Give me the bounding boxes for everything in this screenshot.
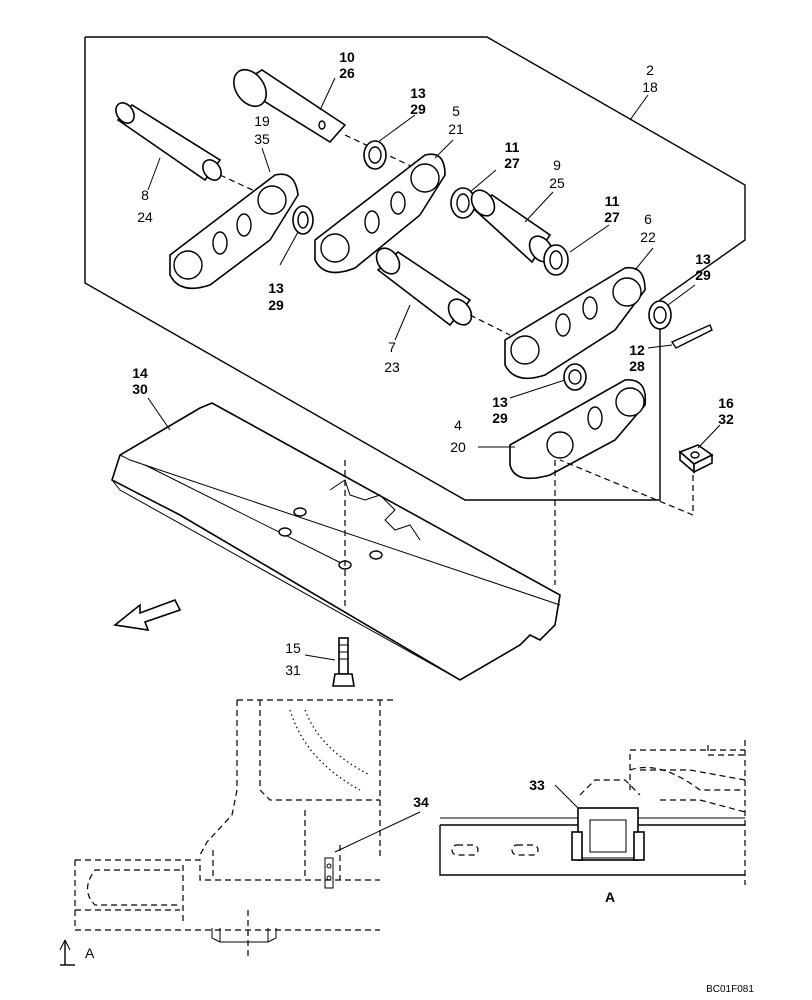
view-a-label: A (85, 945, 95, 961)
label-19: 19 (254, 113, 270, 129)
label-13c: 13 (695, 251, 711, 267)
track-link-right-lower (509, 379, 647, 480)
track-link-right-upper (504, 266, 646, 380)
section-a-label: A (605, 889, 615, 905)
direction-arrow (113, 599, 182, 631)
track-link-left (169, 173, 299, 290)
label-27b: 27 (604, 209, 620, 225)
frame-side-view (74, 699, 397, 960)
label-6: 6 (644, 211, 652, 227)
label-16: 16 (718, 395, 734, 411)
label-22: 22 (640, 229, 656, 245)
label-5: 5 (452, 103, 460, 119)
label-29a: 29 (410, 101, 426, 117)
track-pin (115, 102, 222, 182)
bushing-lower (375, 247, 473, 327)
label-13b: 13 (268, 280, 284, 296)
label-13d: 13 (492, 394, 508, 410)
label-20: 20 (450, 439, 466, 455)
label-35: 35 (254, 131, 270, 147)
label-12: 12 (629, 342, 645, 358)
label-27a: 27 (504, 155, 520, 171)
shoe-nut (678, 444, 714, 474)
label-10: 10 (339, 49, 355, 65)
label-18: 18 (642, 79, 658, 95)
label-4: 4 (454, 417, 462, 433)
spring-pin (670, 324, 713, 349)
section-a-view (439, 740, 746, 885)
exploded-view-boundary (84, 36, 746, 501)
drawing-code: BC01F081 (706, 984, 754, 995)
label-23: 23 (384, 359, 400, 375)
label-8: 8 (141, 187, 149, 203)
view-a-marker (59, 939, 75, 966)
label-25: 25 (549, 175, 565, 191)
label-34: 34 (413, 794, 429, 810)
label-28: 28 (629, 358, 645, 374)
label-29b: 29 (268, 297, 284, 313)
label-13a: 13 (410, 85, 426, 101)
leader-lines (147, 77, 721, 853)
label-14: 14 (132, 365, 148, 381)
label-24: 24 (137, 209, 153, 225)
label-26: 26 (339, 65, 355, 81)
label-2: 2 (646, 62, 654, 78)
label-11b: 11 (605, 193, 620, 209)
track-link-center (314, 153, 446, 274)
label-30: 30 (132, 381, 148, 397)
label-21: 21 (448, 121, 464, 137)
label-31: 31 (285, 662, 301, 678)
label-7: 7 (388, 339, 396, 355)
label-32: 32 (718, 411, 734, 427)
shoe-bolt (332, 637, 355, 687)
label-15: 15 (285, 640, 301, 656)
label-29c: 29 (695, 267, 711, 283)
label-33: 33 (529, 777, 545, 793)
track-shoe (111, 402, 561, 681)
bushing (470, 189, 554, 264)
label-29d: 29 (492, 410, 508, 426)
callout-labels: 10 26 2 18 13 29 5 21 19 35 11 27 9 25 1… (85, 49, 754, 995)
master-pin (232, 68, 347, 144)
label-11a: 11 (505, 139, 520, 155)
label-9: 9 (553, 157, 561, 173)
